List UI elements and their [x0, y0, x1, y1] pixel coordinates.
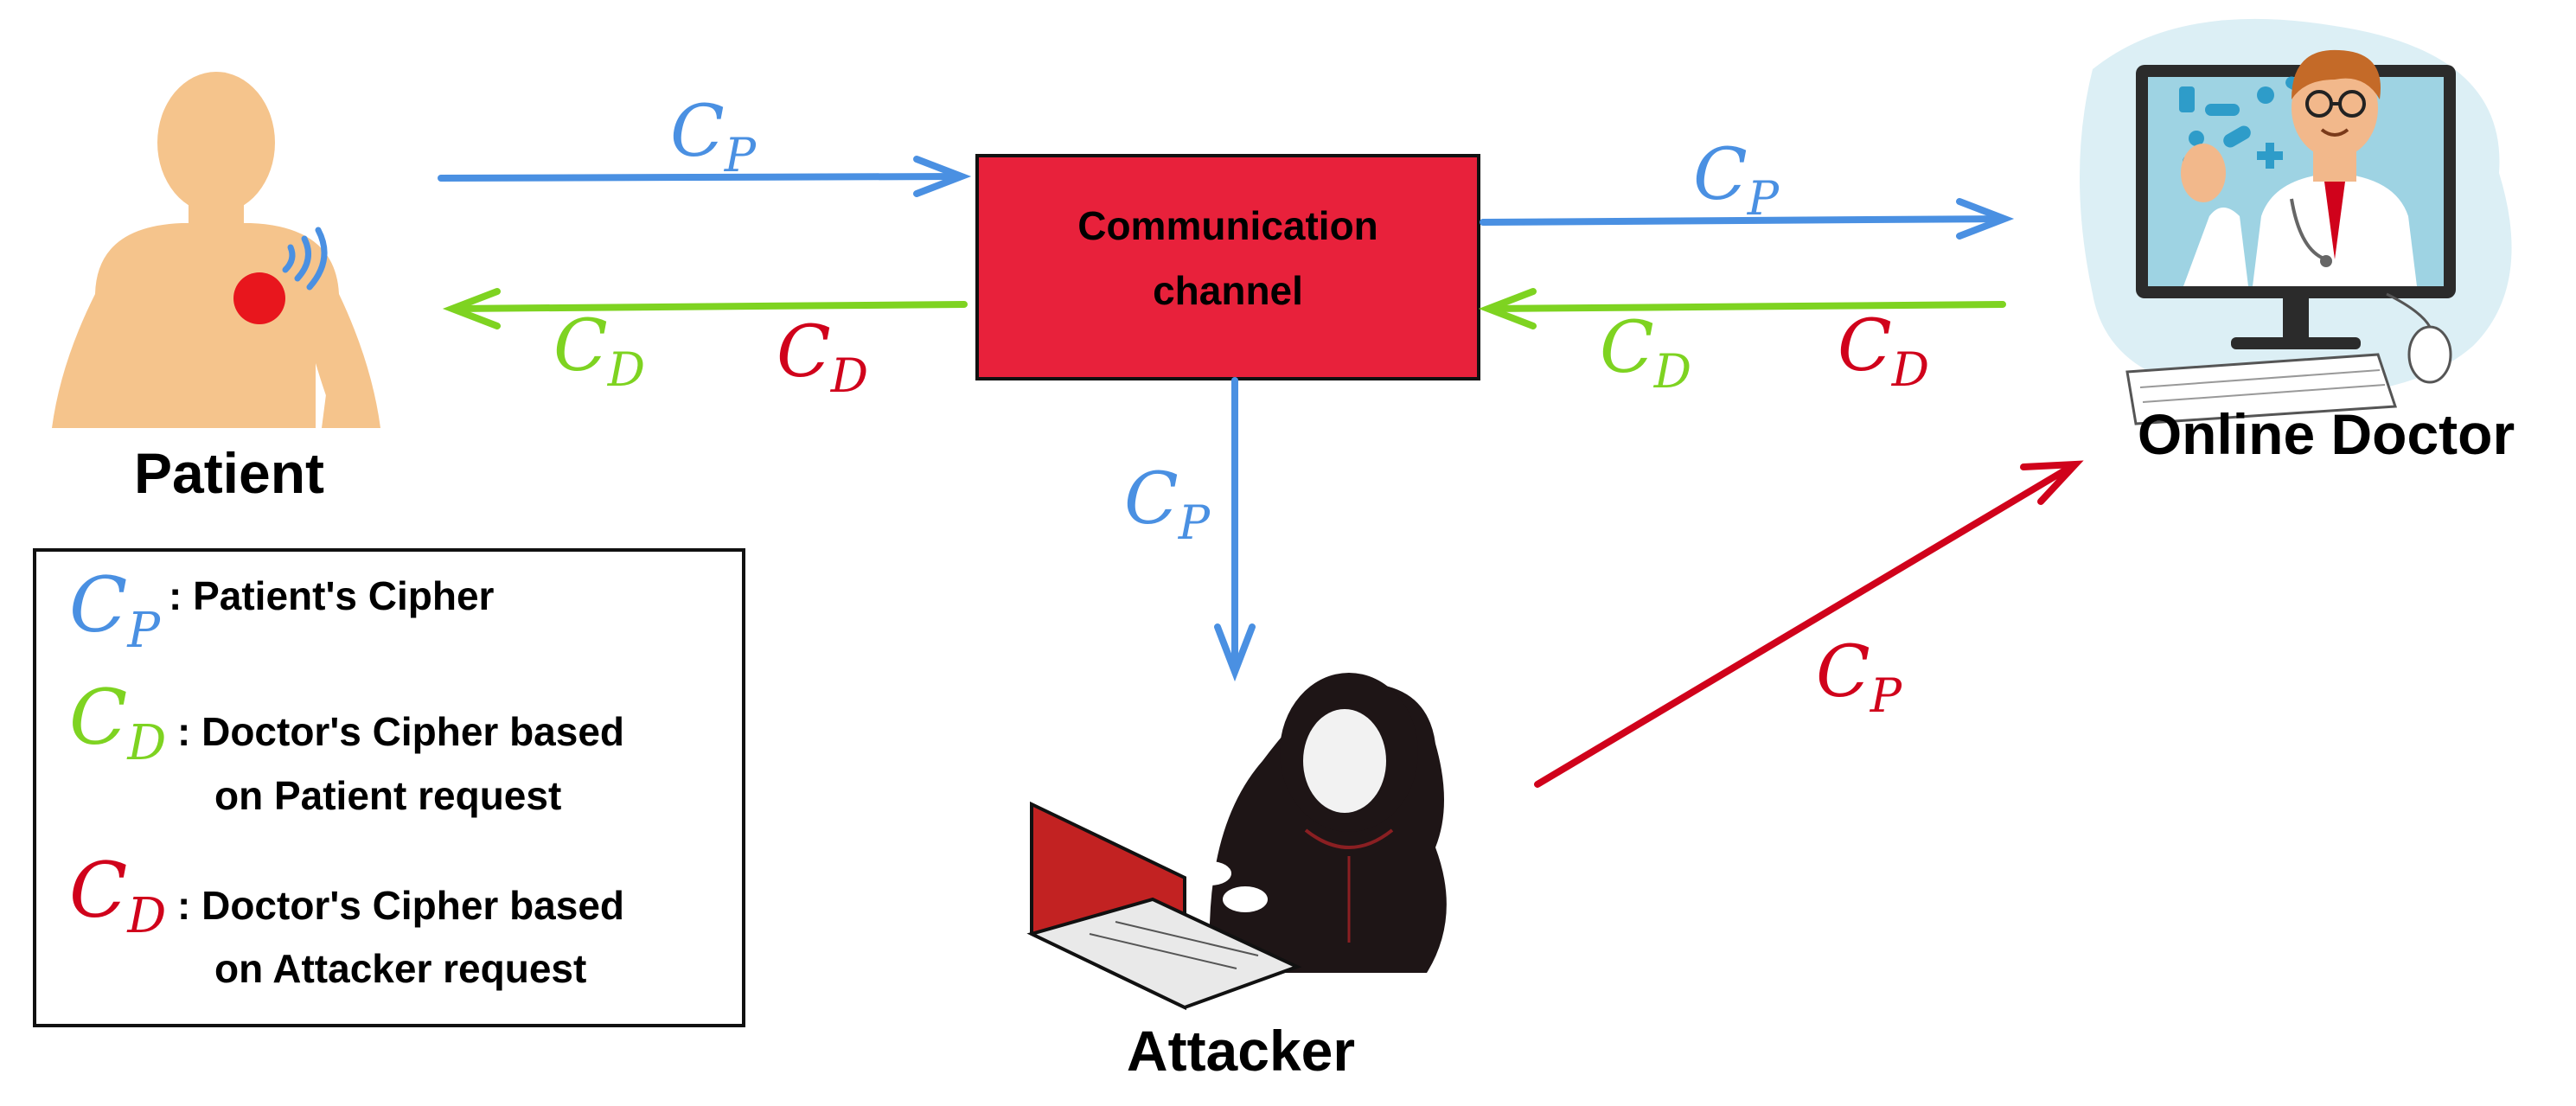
doctor-label: Online Doctor	[2138, 402, 2515, 466]
arrow-attacker-to-doctor	[1534, 460, 2084, 788]
label-cd-red-doctor: CD	[1838, 305, 1929, 397]
svg-text:CP: CP	[670, 91, 757, 182]
arrow-patient-to-channel	[438, 156, 972, 197]
svg-text:on Patient request: on Patient request	[214, 773, 561, 818]
arrow-doctor-to-channel	[1478, 288, 2006, 329]
label-cp-channel-to-attacker: CP	[1124, 458, 1211, 550]
svg-text:CD: CD	[1600, 307, 1691, 399]
legend-item-doctor-cipher-attacker: CD : Doctor's Cipher based on Attacker r…	[69, 846, 624, 991]
attacker-label: Attacker	[1127, 1019, 1355, 1083]
svg-text:CP: CP	[69, 560, 161, 659]
arrow-channel-to-patient	[442, 288, 968, 329]
svg-text:CD: CD	[69, 673, 166, 771]
hacker-laptop-icon	[1026, 673, 1447, 1011]
svg-text:CP: CP	[1693, 134, 1780, 226]
svg-text:: Doctor's Cipher based: : Doctor's Cipher based	[177, 883, 624, 928]
doctor-computer-icon	[2080, 18, 2512, 425]
communication-channel-box	[975, 154, 1480, 380]
svg-text:CD: CD	[777, 311, 868, 403]
svg-text:on Attacker request: on Attacker request	[214, 946, 586, 991]
svg-text:CD: CD	[553, 305, 645, 397]
svg-text:CD: CD	[69, 846, 166, 944]
svg-text:CP: CP	[1124, 458, 1211, 550]
label-cd-green-patient: CD	[553, 305, 645, 397]
svg-text:CP: CP	[1816, 631, 1903, 723]
svg-text:: Patient's Cipher: : Patient's Cipher	[169, 573, 495, 618]
arrow-channel-to-doctor	[1480, 198, 2015, 240]
svg-text:: Doctor's Cipher based: : Doctor's Cipher based	[177, 709, 624, 754]
implant-wireless-icon	[233, 272, 285, 324]
channel-label-line1: Communication	[1077, 203, 1378, 248]
patient-label: Patient	[134, 441, 324, 505]
patient-body-icon	[52, 72, 380, 428]
label-cd-green-doctor: CD	[1600, 307, 1691, 399]
legend-box	[33, 548, 745, 1027]
label-cp-attacker-to-doctor: CP	[1816, 631, 1903, 723]
label-cp-channel-to-doctor: CP	[1693, 134, 1780, 226]
label-cd-red-patient: CD	[777, 311, 868, 403]
svg-text:CD: CD	[1838, 305, 1929, 397]
channel-label-line2: channel	[1153, 268, 1303, 313]
arrow-channel-to-attacker	[1214, 377, 1256, 682]
label-cp-patient-to-channel: CP	[670, 91, 757, 182]
legend-item-doctor-cipher-patient: CD : Doctor's Cipher based on Patient re…	[69, 673, 624, 818]
legend-item-patient-cipher: CP : Patient's Cipher	[69, 560, 495, 659]
